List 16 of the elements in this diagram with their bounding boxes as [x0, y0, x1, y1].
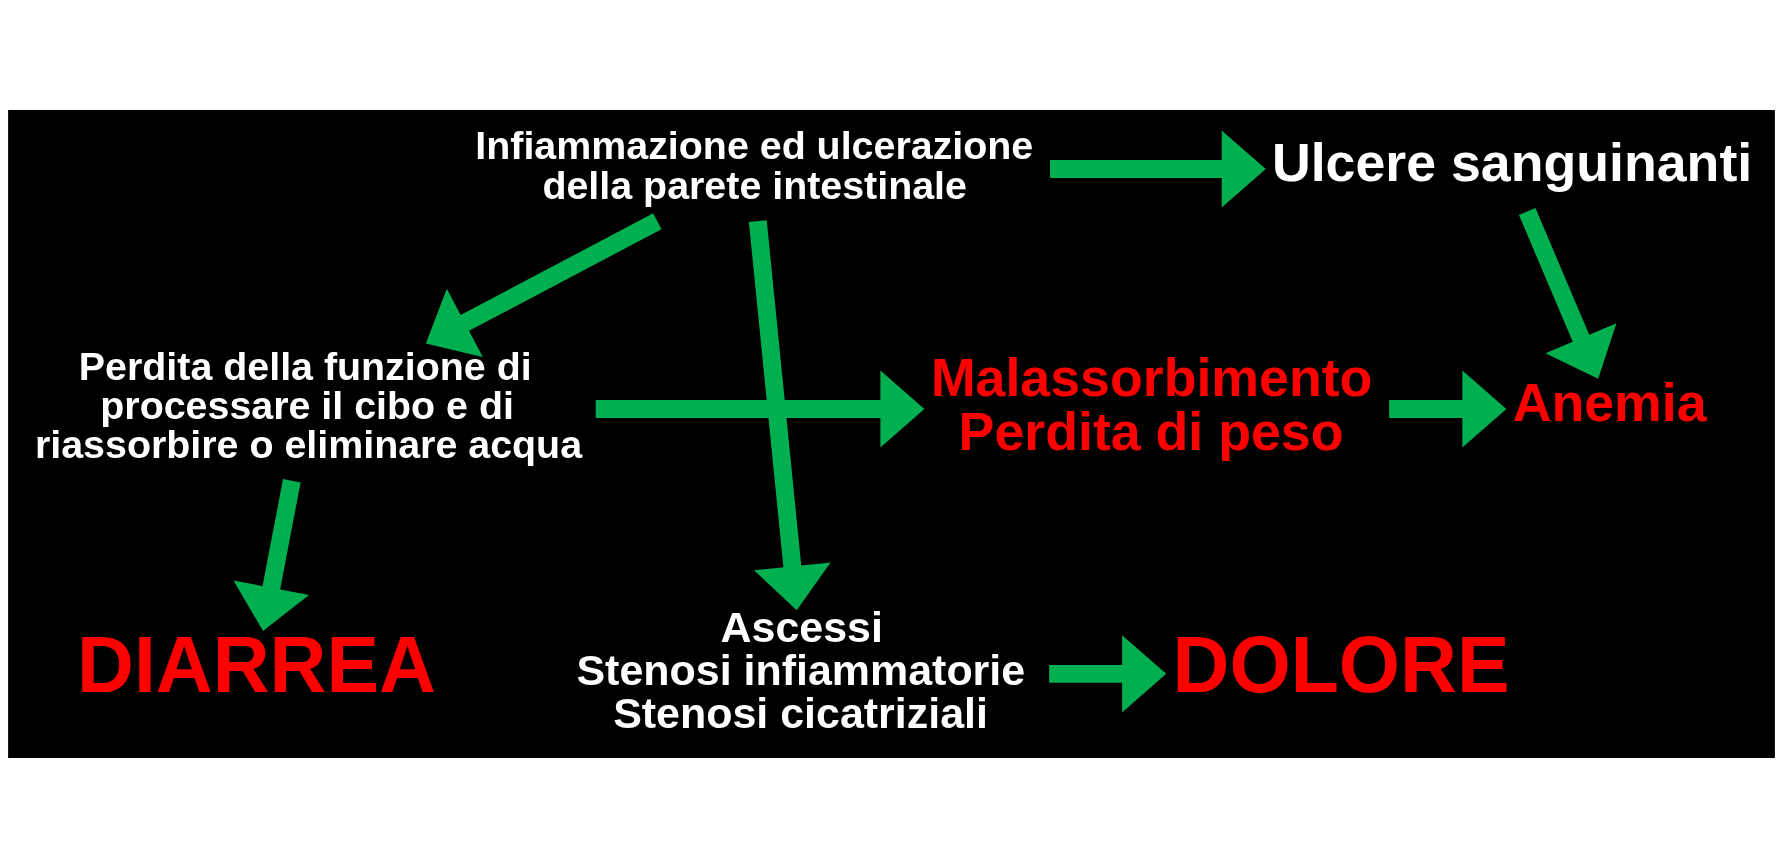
- arrow: [1049, 635, 1167, 713]
- node-text: Malassorbimento Perdita di peso: [930, 347, 1373, 462]
- arrow: [425, 213, 662, 357]
- arrow: [1389, 370, 1507, 448]
- node-text: Perdita della funzione di processare il cibo e di riassorbire o eliminare acqua: [34, 343, 583, 467]
- node-text: Infiammazione ed ulcerazione della parete intestinale: [475, 123, 1034, 207]
- arrow: [748, 220, 831, 611]
- arrow: [1518, 207, 1617, 379]
- node-text: Ascessi Stenosi infiammatorie Stenosi cicatriziali: [576, 603, 1026, 737]
- arrow: [1050, 130, 1266, 208]
- node-text: DIARREA: [77, 621, 436, 710]
- node-text: Ulcere sanguinanti: [1271, 131, 1753, 192]
- node-text: Anemia: [1512, 371, 1707, 432]
- arrow: [233, 479, 310, 631]
- arrow: [595, 370, 925, 448]
- node-text: DOLORE: [1172, 621, 1510, 710]
